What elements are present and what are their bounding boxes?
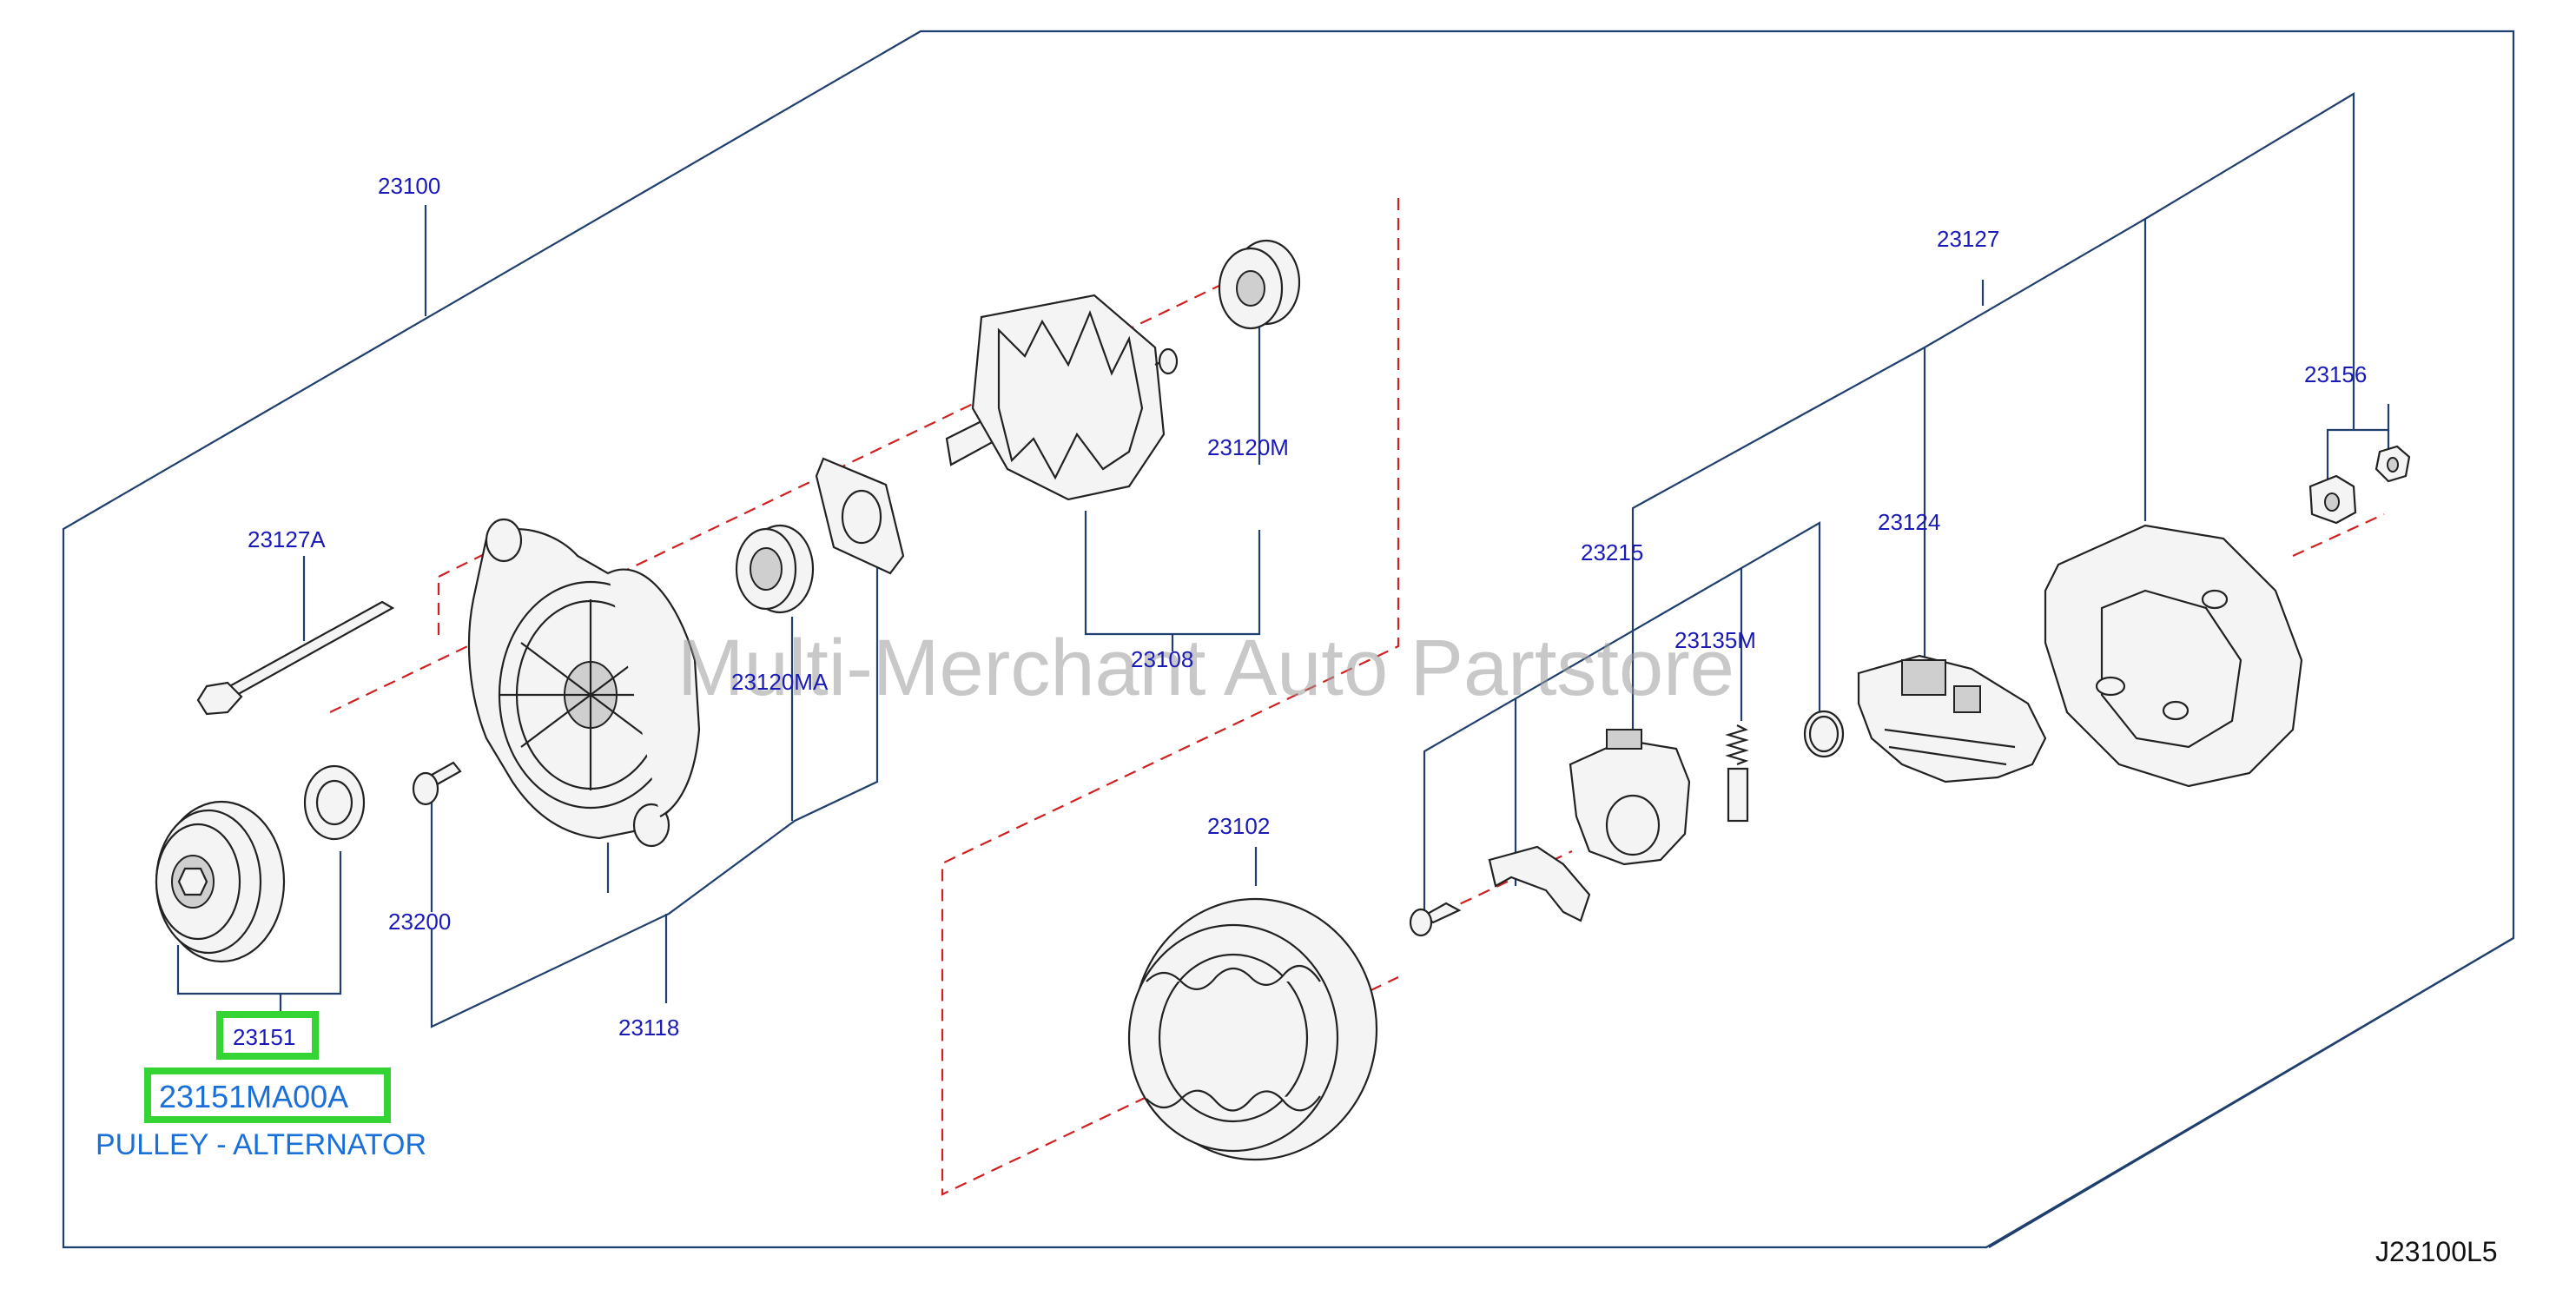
front-housing-part: [467, 518, 701, 848]
regulator-part: [1569, 729, 1691, 866]
callout-23215[interactable]: 23215: [1581, 539, 1643, 565]
callout-23151-highlight: [216, 1011, 319, 1060]
callout-labels: 23100 23127A 23120MA 23200 23118 23108 2…: [248, 173, 2367, 1041]
rear-bearing-part: [1218, 239, 1301, 330]
callout-23127[interactable]: 23127: [1937, 226, 1999, 252]
callout-23118[interactable]: 23118: [618, 1015, 679, 1041]
part-description-text[interactable]: PULLEY - ALTERNATOR: [96, 1128, 426, 1161]
callout-23156[interactable]: 23156: [2304, 361, 2367, 387]
stator-part: [1127, 897, 1378, 1161]
callout-23100[interactable]: 23100: [378, 173, 440, 199]
callout-23127a[interactable]: 23127A: [248, 526, 326, 552]
callout-23120m[interactable]: 23120M: [1207, 434, 1289, 460]
terminal-nut-part: [2308, 445, 2411, 525]
highlighted-part[interactable]: 23151 23151MA00A PULLEY - ALTERNATOR: [96, 1011, 426, 1161]
snap-ring-part: [1803, 710, 1845, 758]
front-bearing-part: [735, 524, 815, 614]
screw-part: [412, 761, 462, 806]
part-number-text[interactable]: 23151MA00A: [159, 1079, 348, 1114]
callout-23102[interactable]: 23102: [1207, 813, 1270, 839]
pulley-part: [155, 800, 286, 963]
rectifier-part: [1857, 654, 2047, 783]
watermark-text: Multi-Merchant Auto Partstore: [677, 624, 1734, 712]
part-number-highlight: [144, 1068, 391, 1123]
callout-23124[interactable]: 23124: [1878, 509, 1940, 535]
diagram-code: J23100L5: [2375, 1236, 2498, 1267]
bracket-part: [1409, 845, 1591, 937]
callout-23200[interactable]: 23200: [388, 909, 451, 935]
retainer-plate-part: [815, 457, 905, 575]
leader-lines: [176, 92, 2514, 1248]
rotor-part: [945, 294, 1179, 501]
callout-23151[interactable]: 23151: [233, 1024, 295, 1050]
callout-23120ma[interactable]: 23120MA: [731, 669, 829, 695]
spacer-part: [303, 764, 366, 841]
diagram-frame: [62, 30, 2515, 1249]
callout-23108[interactable]: 23108: [1131, 646, 1193, 672]
rear-cover-part: [2044, 524, 2303, 788]
callout-23135m[interactable]: 23135M: [1674, 627, 1756, 653]
brush-part: [1725, 724, 1749, 823]
through-bolt-part: [196, 600, 395, 716]
